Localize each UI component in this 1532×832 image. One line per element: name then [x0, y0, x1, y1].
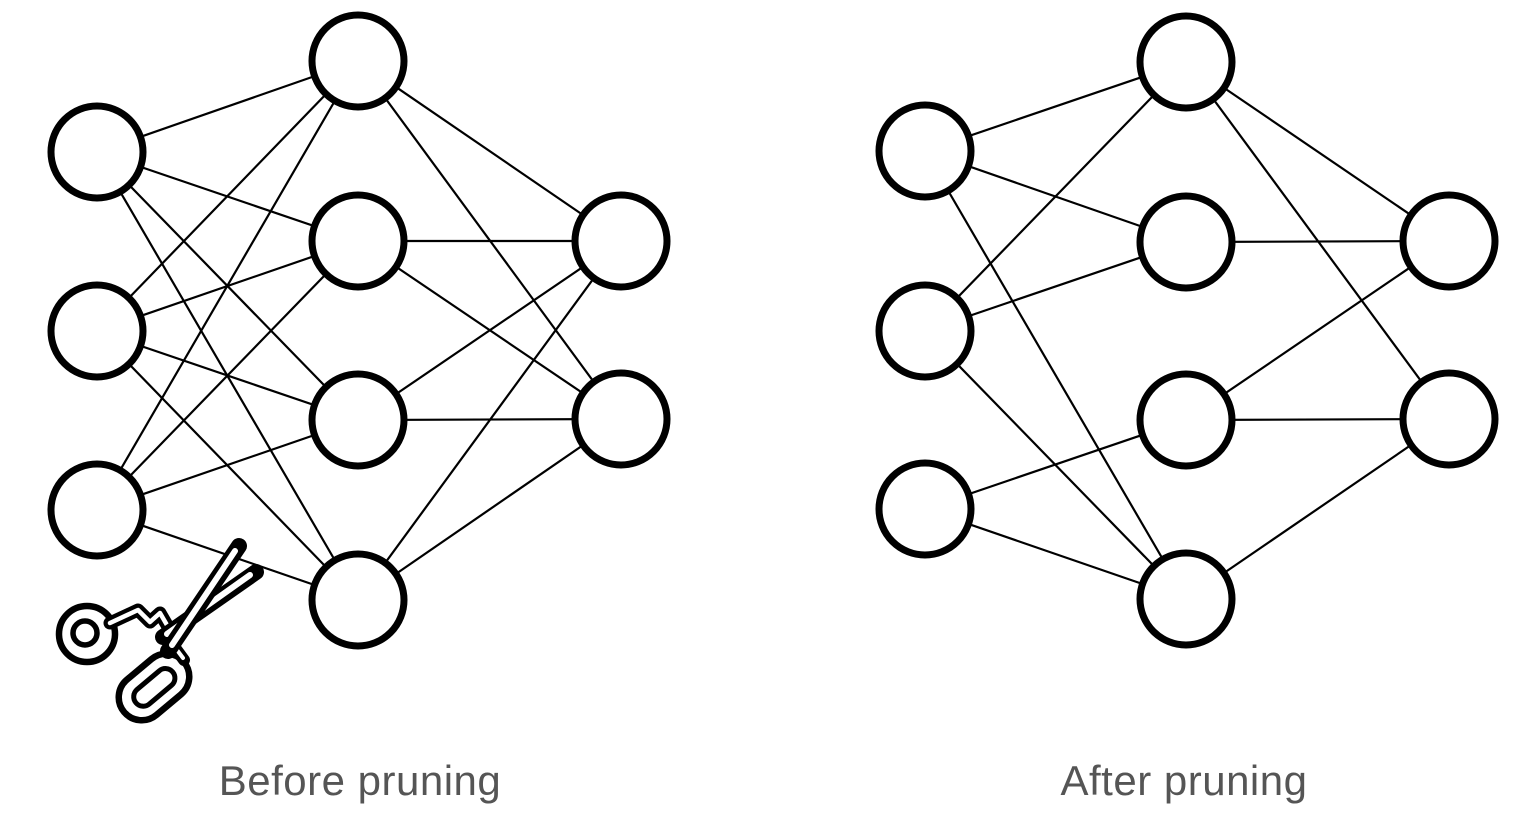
neuron-node-before-output-2 [571, 369, 671, 469]
neuron-node-before-input-3 [47, 460, 147, 560]
synapse-edge [96, 60, 359, 332]
neuron-node-before-hidden-4 [308, 550, 408, 650]
network-after [875, 12, 1499, 649]
before-pruning-label: Before pruning [218, 757, 502, 804]
neuron-node-before-hidden-3 [308, 370, 408, 470]
synapse-edge [96, 240, 359, 511]
synapse-edge [96, 60, 359, 511]
neuron-node-after-hidden-2 [1136, 192, 1236, 292]
neuron-node-after-input-3 [875, 459, 975, 559]
after-pruning-label: After pruning [1060, 757, 1308, 804]
synapse-edge [924, 61, 1187, 332]
neuron-node-before-output-1 [571, 191, 671, 291]
synapse-edge [1185, 418, 1450, 600]
synapse-edge [1185, 61, 1450, 242]
neuron-node-before-hidden-1 [308, 11, 408, 111]
synapse-edge [1185, 240, 1450, 421]
neuron-node-after-hidden-4 [1136, 549, 1236, 649]
network-before [47, 11, 671, 650]
neuron-node-after-output-1 [1399, 191, 1499, 291]
neuron-node-before-hidden-2 [308, 191, 408, 291]
synapse-edge [357, 240, 622, 601]
neuron-node-after-output-2 [1399, 369, 1499, 469]
neuron-node-after-hidden-3 [1136, 370, 1236, 470]
neuron-node-after-input-2 [875, 281, 975, 381]
neuron-node-after-hidden-1 [1136, 12, 1236, 112]
synapse-edge [357, 240, 622, 421]
neuron-node-before-input-2 [47, 281, 147, 381]
synapse-edge [924, 150, 1187, 600]
neuron-node-after-input-1 [875, 101, 975, 201]
synapse-edge [357, 418, 622, 601]
synapse-edge [357, 60, 622, 242]
scissors-icon [55, 538, 264, 724]
neuron-node-before-input-1 [47, 102, 147, 202]
scissors-ring-hole [70, 618, 100, 648]
